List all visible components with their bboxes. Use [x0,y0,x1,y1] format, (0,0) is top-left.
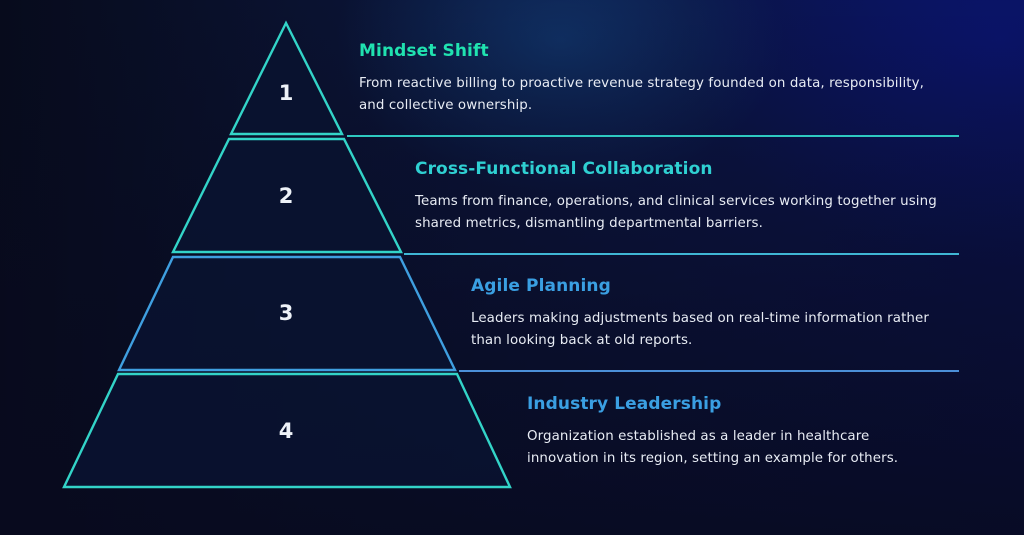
level-2-description-line-1: Teams from finance, operations, and clin… [415,194,937,209]
separator-2 [404,253,959,255]
level-4-description: Organization established as a leader in … [527,426,898,470]
level-1-title: Mindset Shift [359,41,489,61]
pyramid-segment-2 [171,137,403,254]
separator-3 [459,370,959,372]
level-3-description-line-2: than looking back at old reports. [471,333,693,348]
level-2-text: Cross-Functional Collaboration Teams fro… [415,158,937,235]
pyramid-segment-4 [62,372,512,489]
level-4-description-line-2: innovation in its region, setting an exa… [527,451,899,466]
level-1-number: 1 [278,81,294,105]
level-3-number: 3 [278,301,294,325]
level-4-description-line-1: Organization established as a leader in … [527,429,870,444]
separator-1 [347,135,959,137]
level-4-number: 4 [278,419,294,443]
level-2-number: 2 [278,184,294,208]
level-3-text: Agile Planning Leaders making adjustment… [471,275,929,352]
level-3-description-line-1: Leaders making adjustments based on real… [471,311,929,326]
pyramid-segment-1 [229,20,344,136]
level-2-title: Cross-Functional Collaboration [415,159,713,179]
level-1-text: Mindset Shift From reactive billing to p… [359,40,924,117]
level-3-title: Agile Planning [471,276,611,296]
pyramid-segment-3 [117,255,457,372]
level-2-description: Teams from finance, operations, and clin… [415,191,937,235]
level-2-description-line-2: shared metrics, dismantling departmental… [415,216,763,231]
level-1-description: From reactive billing to proactive reven… [359,73,924,117]
level-3-description: Leaders making adjustments based on real… [471,308,929,352]
level-4-text: Industry Leadership Organization establi… [527,393,898,470]
level-1-description-line-2: and collective ownership. [359,98,533,113]
level-4-title: Industry Leadership [527,394,722,414]
level-1-description-line-1: From reactive billing to proactive reven… [359,76,924,91]
